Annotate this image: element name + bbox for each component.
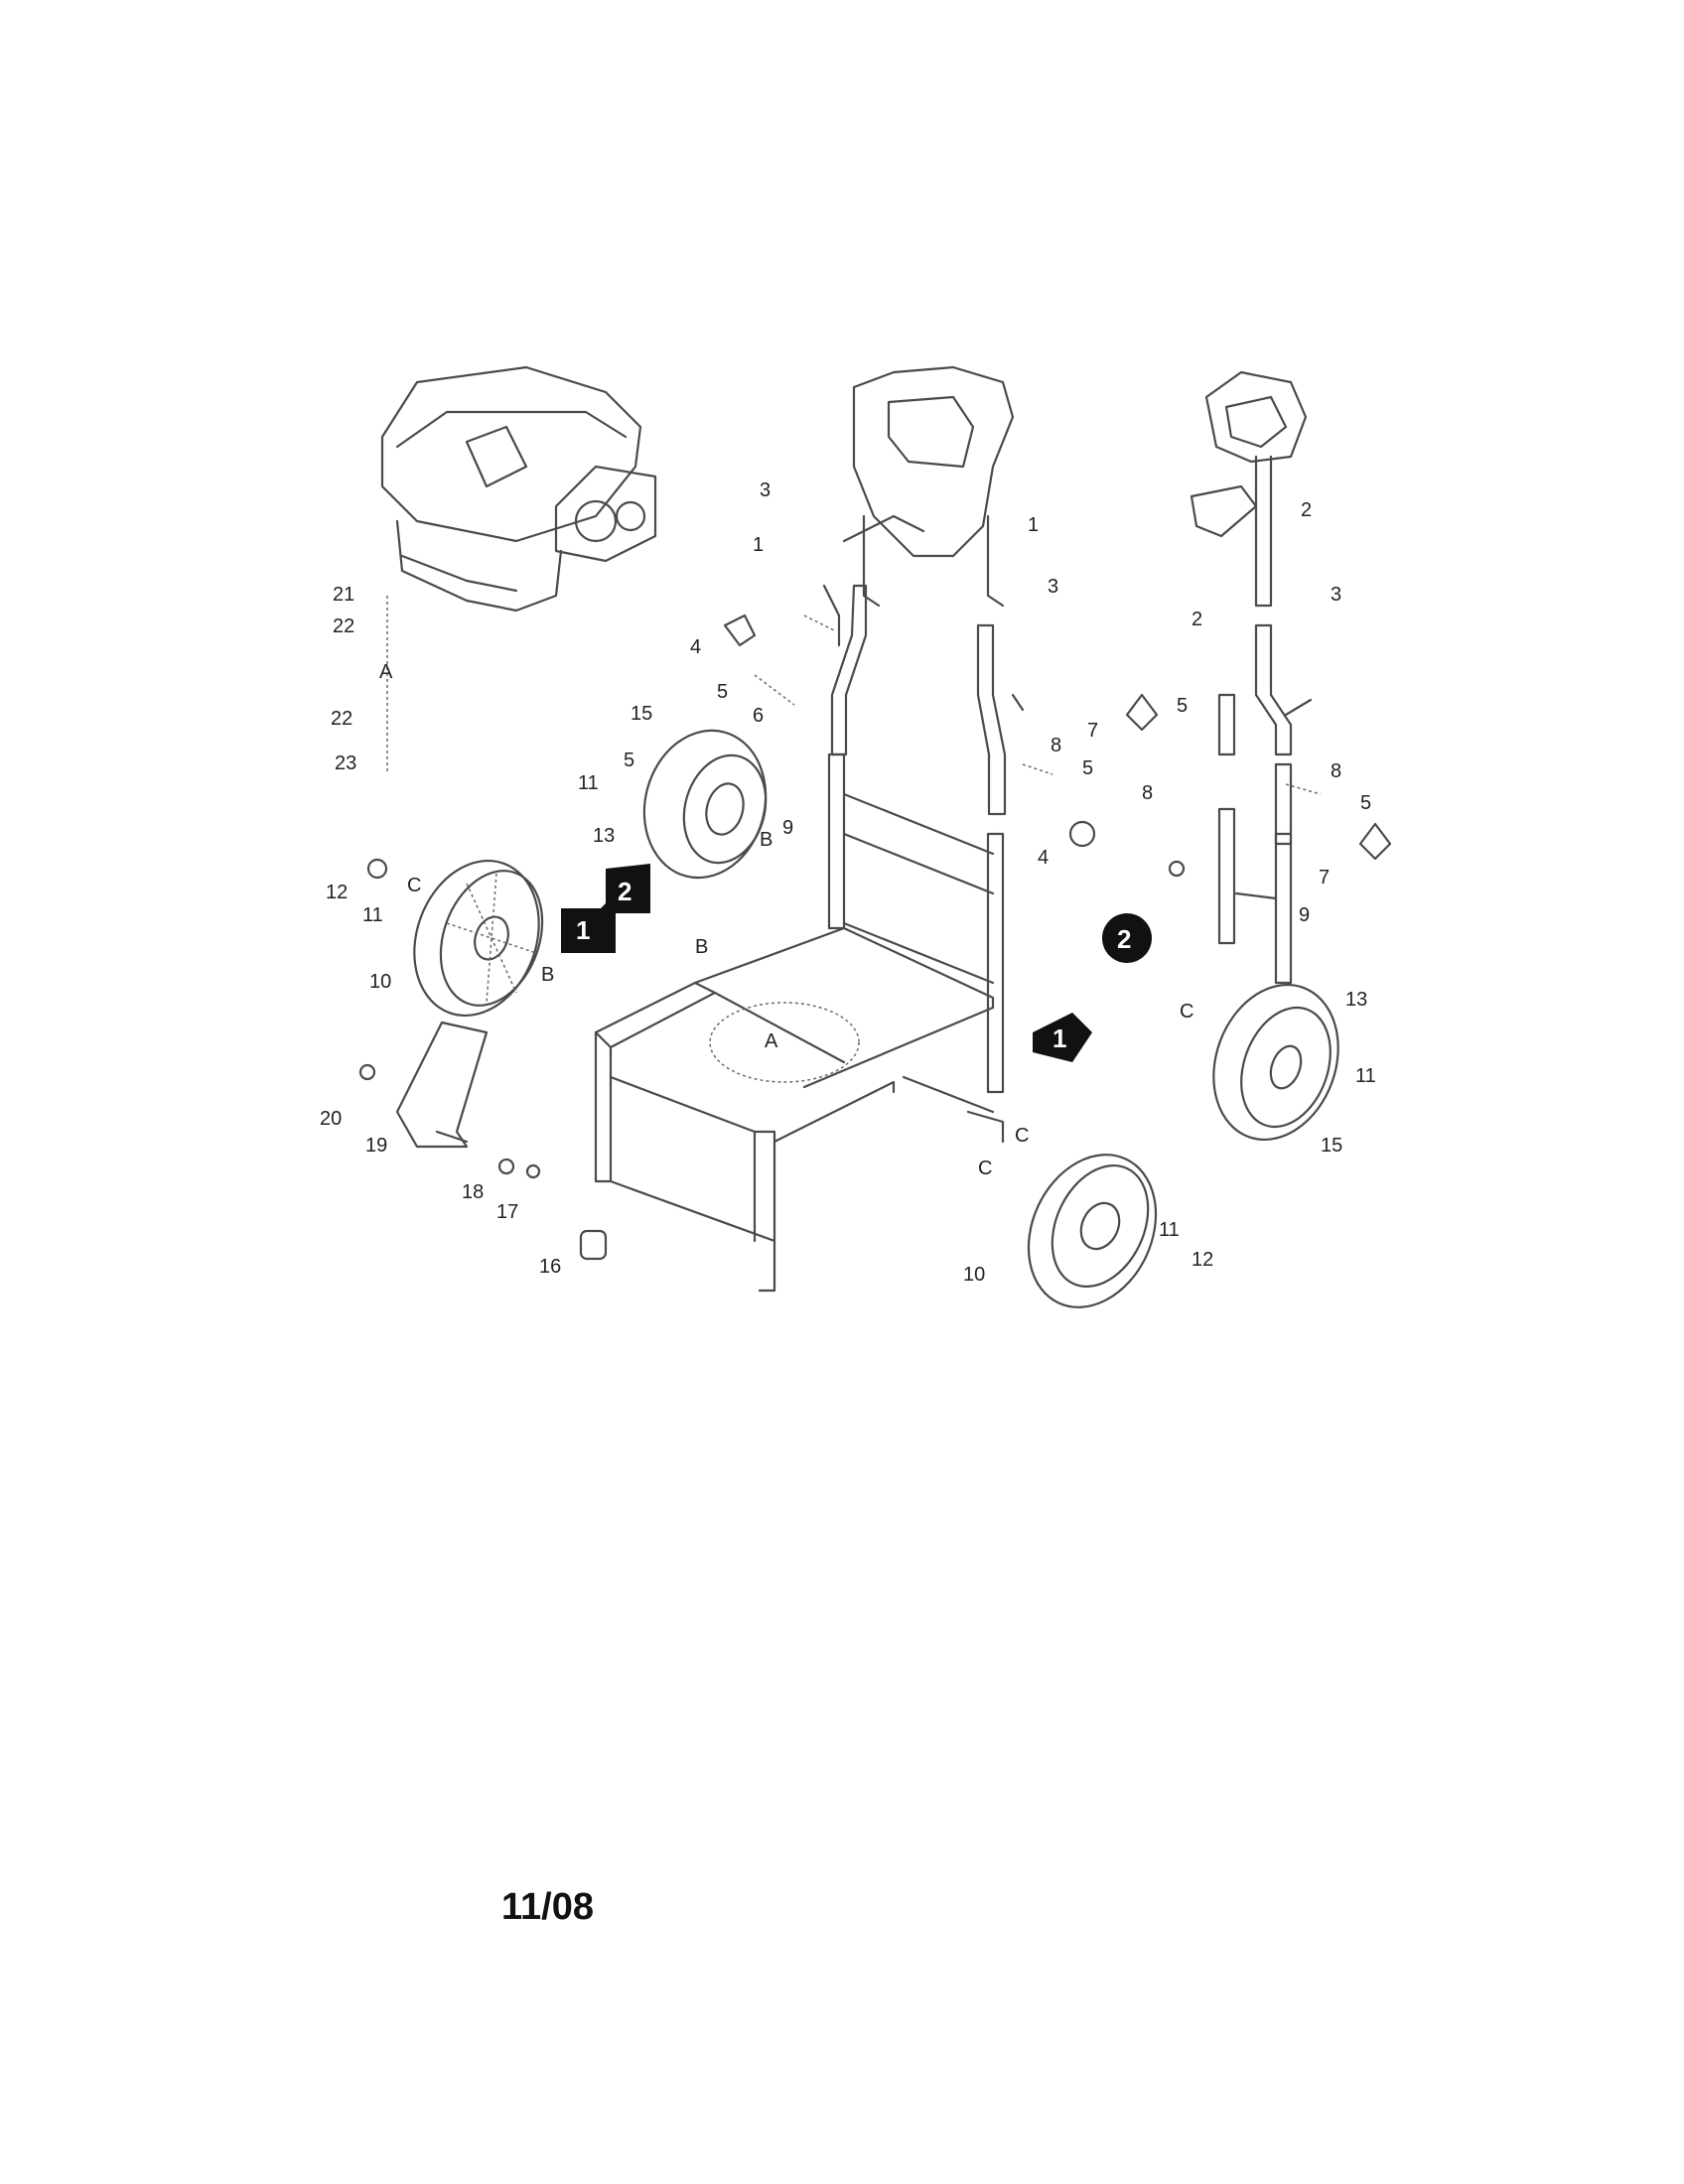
callout-23: 23 [335,752,356,774]
callout-b: B [541,964,554,986]
hardware [366,614,1392,880]
callout-10: 10 [369,971,391,993]
cart-frame [594,752,1005,1293]
callout-c: C [1180,1001,1193,1023]
callout-8: 8 [1051,735,1061,756]
footer-date: 11/08 [501,1886,594,1928]
step-marker-right-2: 2 [1102,913,1152,963]
svg-text:1: 1 [576,915,590,945]
callout-labels: 21 22 A 22 23 3 1 1 3 2 3 2 4 5 6 7 8 5 … [320,479,1376,1286]
callout-c: C [978,1158,992,1179]
engine-assembly [380,365,657,774]
callout-2: 2 [1301,499,1312,521]
svg-text:2: 2 [1117,924,1131,954]
wheel-left [413,859,544,1018]
callout-10: 10 [963,1264,985,1286]
callout-11: 11 [578,772,599,794]
callout-1: 1 [1028,514,1039,536]
callout-8: 8 [1331,760,1341,782]
foot-leg [358,1021,608,1261]
callout-4: 4 [690,636,701,658]
wheel-upper-left [642,729,768,880]
callout-11: 11 [1355,1065,1376,1087]
callout-9: 9 [782,817,793,839]
callout-9: 9 [1299,904,1310,926]
callout-7: 7 [1087,720,1098,742]
callout-a: A [765,1030,778,1052]
callout-3: 3 [760,479,771,501]
callout-13: 13 [593,825,615,847]
handle-side [1190,370,1313,985]
callout-16: 16 [539,1256,561,1278]
callout-3: 3 [1048,576,1058,598]
callout-8: 8 [1142,782,1153,804]
step-marker-right-1: 1 [1033,1013,1092,1062]
svg-text:2: 2 [618,877,632,906]
callout-5: 5 [1177,695,1188,717]
callout-17: 17 [496,1201,518,1223]
callout-12: 12 [1192,1249,1213,1271]
callout-15: 15 [631,703,652,725]
callout-c: C [407,875,421,896]
callout-18: 18 [462,1181,484,1203]
wheel-right [1212,983,1339,1142]
callout-19: 19 [365,1135,387,1157]
callout-b: B [695,936,708,958]
callout-22: 22 [333,615,354,637]
callout-b: B [760,829,772,851]
callout-3: 3 [1331,584,1341,606]
callout-21: 21 [333,584,354,606]
callout-5: 5 [1082,757,1093,779]
callout-5: 5 [624,750,634,771]
callout-20: 20 [320,1108,342,1130]
callout-4: 4 [1038,847,1049,869]
callout-11: 11 [1159,1219,1180,1241]
callout-7: 7 [1319,867,1330,888]
callout-1: 1 [753,534,764,556]
callout-c: C [1015,1125,1029,1147]
wheel-bottom [1027,1154,1158,1308]
callout-2: 2 [1192,609,1202,630]
callout-11: 11 [362,904,383,926]
step-marker-left-1: 1 [561,893,616,953]
callout-5: 5 [717,681,728,703]
svg-text:1: 1 [1052,1024,1066,1053]
callout-22: 22 [331,708,352,730]
callout-15: 15 [1321,1135,1342,1157]
callout-13: 13 [1345,989,1367,1011]
callout-5: 5 [1360,792,1371,814]
callout-6: 6 [753,705,764,727]
step-marker-left-2: 2 [606,864,650,913]
callout-12: 12 [326,882,348,903]
callout-a: A [379,661,393,683]
handle-center [822,365,1025,816]
